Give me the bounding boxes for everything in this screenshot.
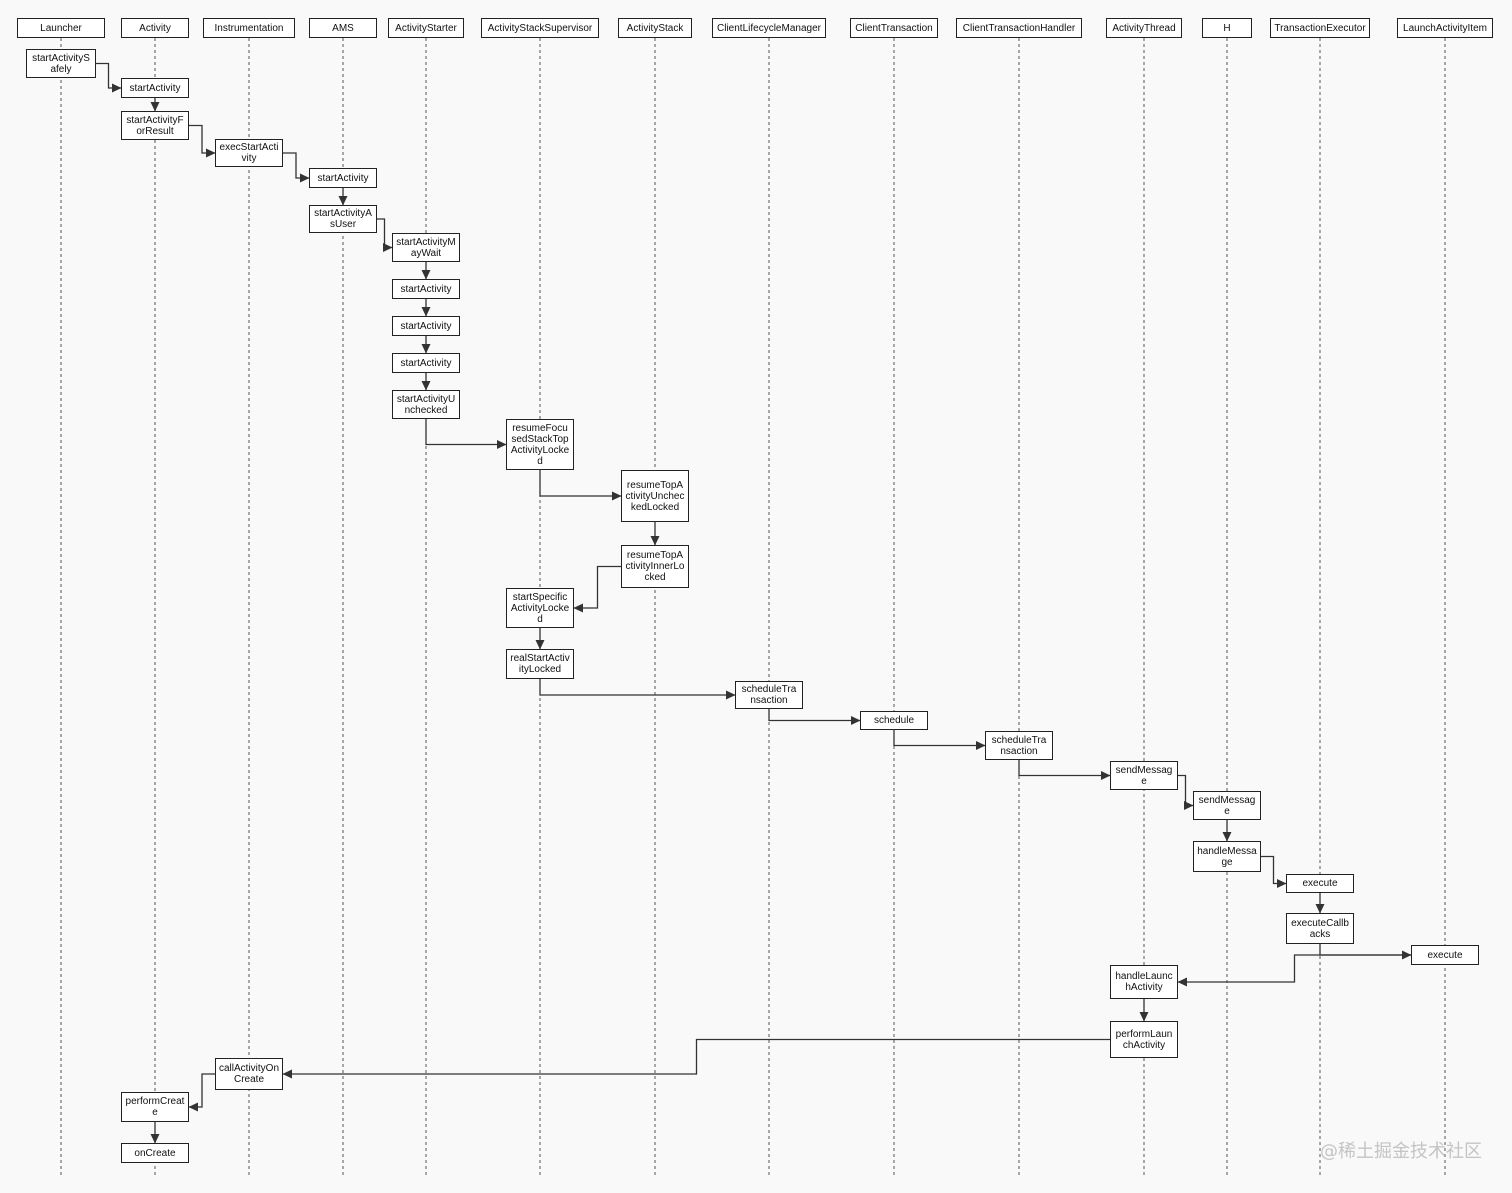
participant-h: H xyxy=(1202,18,1252,38)
message-arrow-c27-to-c28 xyxy=(282,1038,1110,1079)
call-box-c28: callActivityOnCreate xyxy=(215,1058,283,1090)
call-box-c22: handleMessage xyxy=(1193,841,1261,872)
message-arrow-c12-to-c13 xyxy=(539,470,622,501)
call-box-c27: performLaunchActivity xyxy=(1110,1021,1178,1058)
call-box-c20: sendMessage xyxy=(1110,761,1178,790)
call-box-c26: handleLaunchActivity xyxy=(1110,965,1178,999)
call-box-c5: startActivity xyxy=(309,168,377,188)
call-box-c10: startActivity xyxy=(392,353,460,373)
participant-launchactivityitem: LaunchActivityItem xyxy=(1397,18,1493,38)
participant-activitystacksupervisor: ActivityStackSupervisor xyxy=(481,18,599,38)
message-arrow-c25-to-c26 xyxy=(1177,954,1411,987)
participant-clientlifecyclemanager: ClientLifecycleManager xyxy=(712,18,826,38)
participant-activity: Activity xyxy=(121,18,189,38)
call-box-c19: scheduleTransaction xyxy=(985,731,1053,760)
message-arrow-c1-to-c2 xyxy=(96,62,122,93)
call-box-c30: onCreate xyxy=(121,1143,189,1163)
participant-clienttransactionhandler: ClientTransactionHandler xyxy=(956,18,1082,38)
participant-launcher: Launcher xyxy=(17,18,105,38)
call-box-c12: resumeFocusedStackTopActivityLocked xyxy=(506,419,574,470)
message-arrow-c18-to-c19 xyxy=(893,730,986,750)
message-arrow-c20-to-c21 xyxy=(1178,774,1194,810)
message-arrow-c16-to-c17 xyxy=(539,679,736,700)
call-box-c16: realStartActivityLocked xyxy=(506,649,574,679)
message-arrow-c28-to-c29 xyxy=(188,1073,215,1112)
call-box-c29: performCreate xyxy=(121,1092,189,1122)
call-box-c14: resumeTopActivityInnerLocked xyxy=(621,545,689,588)
call-box-c13: resumeTopActivityUncheckedLocked xyxy=(621,470,689,522)
message-arrow-c24-to-c25 xyxy=(1319,944,1412,960)
watermark: @稀土掘金技术社区 xyxy=(1320,1141,1482,1162)
message-arrow-c17-to-c18 xyxy=(768,709,861,725)
call-box-c9: startActivity xyxy=(392,316,460,336)
participant-ams: AMS xyxy=(309,18,377,38)
message-arrow-c22-to-c23 xyxy=(1261,855,1287,888)
call-box-c11: startActivityUnchecked xyxy=(392,390,460,419)
participant-activitythread: ActivityThread xyxy=(1106,18,1182,38)
participant-clienttransaction: ClientTransaction xyxy=(850,18,938,38)
call-box-c24: executeCallbacks xyxy=(1286,913,1354,944)
participant-activitystarter: ActivityStarter xyxy=(388,18,464,38)
participant-transactionexecutor: TransactionExecutor xyxy=(1270,18,1370,38)
call-box-c4: execStartActivity xyxy=(215,139,283,167)
call-box-c21: sendMessage xyxy=(1193,791,1261,820)
call-box-c7: startActivityMayWait xyxy=(392,233,460,262)
message-arrow-c6-to-c7 xyxy=(377,218,393,252)
call-box-c15: startSpecificActivityLocked xyxy=(506,588,574,628)
call-box-c2: startActivity xyxy=(121,78,189,98)
call-box-c1: startActivitySafely xyxy=(26,49,96,78)
message-arrow-c14-to-c15 xyxy=(573,565,621,613)
call-box-c17: scheduleTransaction xyxy=(735,681,803,709)
call-box-c23: execute xyxy=(1286,874,1354,893)
message-arrow-c4-to-c5 xyxy=(283,152,310,183)
call-box-c3: startActivityForResult xyxy=(121,111,189,140)
call-box-c18: schedule xyxy=(860,711,928,730)
call-box-c8: startActivity xyxy=(392,279,460,299)
participant-activitystack: ActivityStack xyxy=(618,18,692,38)
call-box-c25: execute xyxy=(1411,945,1479,965)
message-arrow-c19-to-c20 xyxy=(1018,760,1111,780)
call-box-c6: startActivityAsUser xyxy=(309,205,377,233)
message-arrow-c11-to-c12 xyxy=(425,419,507,449)
message-arrow-c3-to-c4 xyxy=(189,124,216,158)
participant-instrumentation: Instrumentation xyxy=(203,18,295,38)
